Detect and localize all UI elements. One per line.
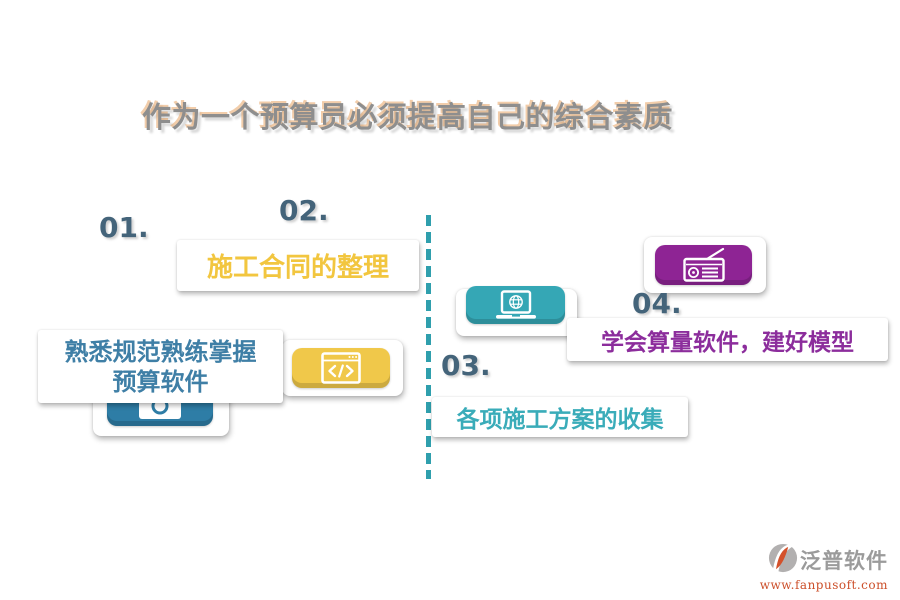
brand-url: www.fanpusoft.com	[759, 578, 888, 592]
step-icon-tile-04	[655, 245, 752, 285]
step-text-card-02: 施工合同的整理	[177, 240, 419, 291]
step-text-card-04: 学会算量软件，建好模型	[567, 318, 888, 361]
fanpu-logo-icon	[768, 543, 798, 577]
step-text-line: 学会算量软件，建好模型	[601, 329, 854, 356]
step-number-03: 03.	[441, 349, 491, 382]
code-window-icon	[321, 352, 361, 384]
step-icon-tile-02	[292, 348, 390, 388]
step-number-01: 01.	[99, 211, 149, 244]
step-text-card-01: 熟悉规范熟练掌握 预算软件	[38, 330, 283, 403]
dashed-divider	[426, 215, 431, 479]
step-text-line: 预算软件	[112, 367, 209, 396]
footer-brand: 泛普软件 www.fanpusoft.com	[760, 543, 888, 592]
step-icon-tile-03	[466, 286, 565, 324]
step-text-line: 熟悉规范熟练掌握	[64, 337, 257, 366]
step-text-card-03: 各项施工方案的收集	[432, 397, 688, 437]
laptop-globe-icon	[493, 289, 539, 321]
step-text-line: 各项施工方案的收集	[456, 407, 664, 433]
brand-name: 泛普软件	[800, 549, 888, 573]
radio-icon	[681, 247, 727, 283]
page-title: 作为一个预算员必须提高自己的综合素质	[142, 100, 674, 134]
step-number-04: 04.	[632, 287, 682, 320]
step-text-line: 施工合同的整理	[206, 253, 389, 283]
step-number-02: 02.	[279, 194, 329, 227]
